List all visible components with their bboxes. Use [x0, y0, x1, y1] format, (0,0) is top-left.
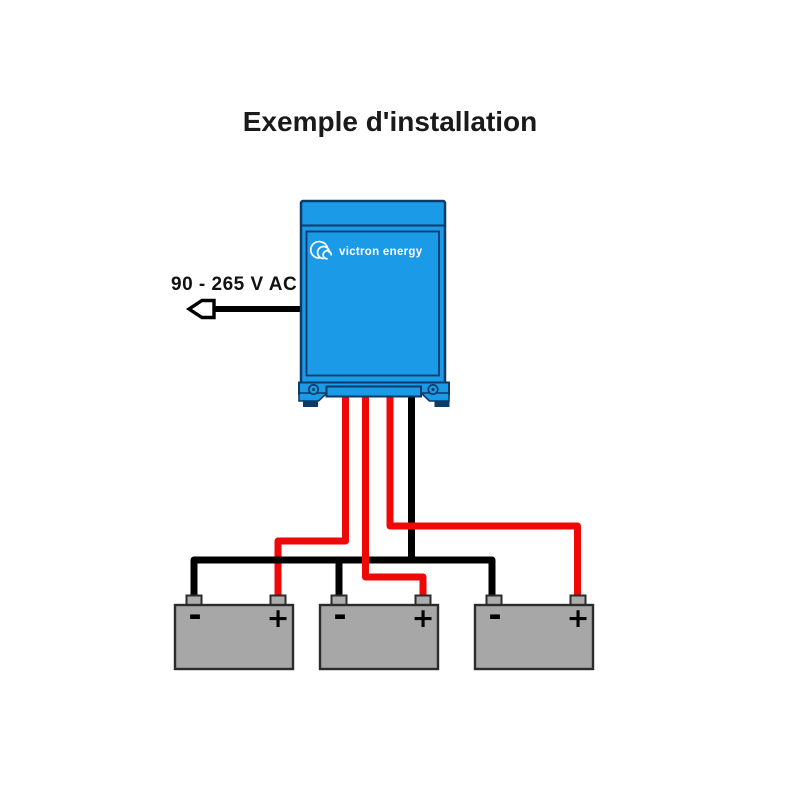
arrow-left-outline-icon: [185, 298, 216, 320]
dc-wire-red-battery1: [274, 389, 349, 598]
brand-label: victron energy: [339, 246, 423, 258]
ac-input: [185, 298, 301, 320]
battery2-body: [318, 603, 440, 671]
battery3-minus-sign: -: [488, 596, 501, 634]
bracket-right-foot: [434, 401, 450, 407]
mounting-bracket: [298, 381, 450, 407]
page-title: Exemple d'installation: [242, 106, 538, 137]
battery-2: - +: [318, 594, 440, 671]
dc-wire-red-battery3: [386, 389, 581, 598]
battery3-body: [473, 603, 595, 671]
dc-wire-red-battery2: [362, 389, 427, 598]
bracket-left-foot: [303, 401, 318, 407]
battery1-plus-sign: +: [267, 603, 290, 634]
battery3-plus-sign: +: [567, 603, 590, 634]
battery1-minus-sign: -: [188, 596, 201, 634]
ac-voltage-label: 90 - 265 V AC: [171, 274, 298, 295]
battery1-body: [173, 603, 295, 671]
charger-device: victron energy: [299, 199, 447, 385]
charger-front-panel: [305, 230, 440, 377]
battery-1: - +: [173, 594, 295, 671]
screw-dot-right-icon: [431, 388, 435, 391]
battery-3: - +: [473, 594, 595, 671]
charger-body: [299, 199, 447, 385]
battery2-plus-sign: +: [412, 603, 435, 634]
screw-dot-left-icon: [312, 388, 315, 391]
bracket-front-bar: [325, 385, 422, 398]
dc-wiring: [190, 389, 581, 598]
dc-wire-negative-bus: [190, 389, 496, 598]
victron-torus-icon: [309, 240, 333, 260]
battery2-minus-sign: -: [333, 596, 346, 634]
